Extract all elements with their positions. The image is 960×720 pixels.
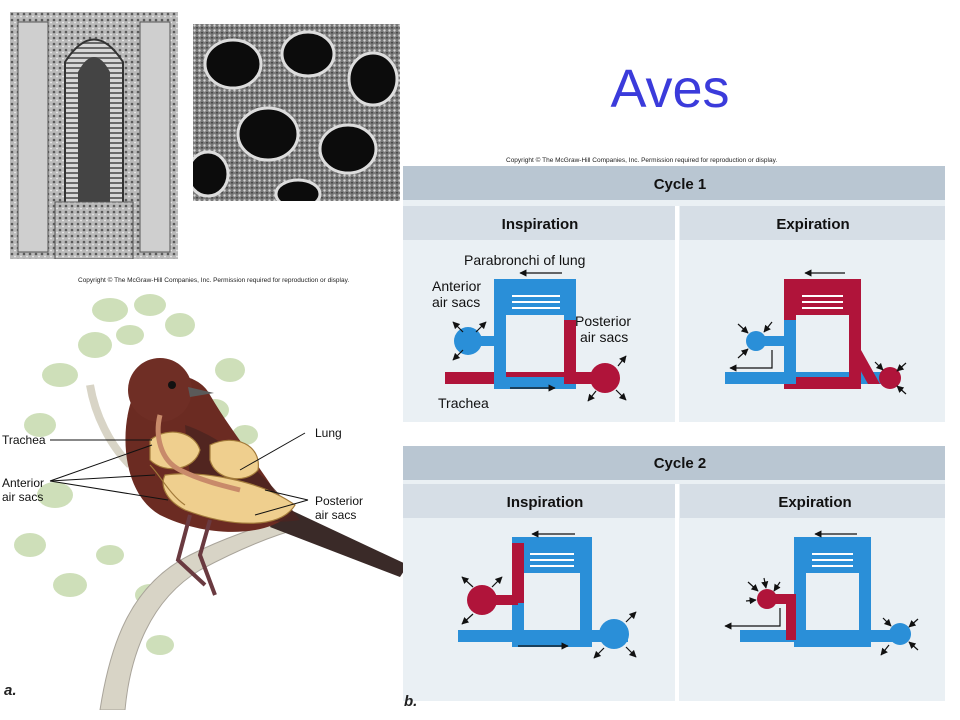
cycle2-expiration-diagram — [740, 537, 911, 647]
label-lung: Lung — [315, 426, 342, 440]
cycle2-expiration-heading: Expiration — [778, 494, 851, 511]
bird-copyright: Copyright © The McGraw-Hill Companies, I… — [78, 276, 349, 284]
label-c1-trachea: Trachea — [438, 395, 489, 411]
label-trachea: Trachea — [2, 433, 46, 447]
figure-letter-a: a. — [4, 682, 17, 699]
label-parabronchi: Parabronchi of lung — [464, 252, 585, 268]
label-posterior-1: Posterior — [315, 494, 363, 508]
cycle1-inspiration-arrows — [452, 269, 627, 402]
cycle2-inspiration-arrows — [461, 530, 637, 659]
airflow-cycles-diagram: Copyright © The McGraw-Hill Companies, I… — [403, 156, 945, 710]
slide-title: Aves — [610, 59, 730, 119]
cycle1-title: Cycle 1 — [654, 176, 707, 193]
label-c1-anterior-1: Anterior — [432, 278, 481, 294]
foliage — [14, 294, 258, 655]
cycle1-inspiration-diagram — [445, 279, 620, 393]
cycle2-expiration-arrows — [724, 530, 919, 656]
label-posterior-2: air sacs — [315, 508, 356, 522]
bird-beak — [188, 387, 214, 397]
leader-lines — [49, 432, 309, 516]
label-c1-posterior-1: Posterior — [575, 313, 631, 329]
label-c1-posterior-2: air sacs — [580, 329, 628, 345]
cycle2-inspiration-heading: Inspiration — [507, 494, 584, 511]
cycle1-inspiration-heading: Inspiration — [502, 216, 579, 233]
trachea-tube — [155, 414, 241, 493]
cycle1-expiration-arrows — [729, 269, 907, 395]
cycle1-header — [403, 166, 945, 200]
label-anterior-2: air sacs — [2, 490, 43, 504]
cycle2-header — [403, 446, 945, 480]
air-capillary-micrograph — [193, 24, 400, 201]
label-c1-anterior-2: air sacs — [432, 294, 480, 310]
bird-respiratory-figure: Copyright © The McGraw-Hill Companies, I… — [0, 265, 412, 710]
cycle2-title: Cycle 2 — [654, 455, 707, 472]
air-sacs — [149, 431, 296, 524]
cycle1-expiration-heading: Expiration — [776, 216, 849, 233]
parabronchus-micrograph — [10, 12, 178, 259]
cycle2-inspiration-diagram — [458, 537, 629, 649]
figure-letter-b: b. — [404, 693, 417, 710]
cycle1-expiration-diagram — [725, 279, 901, 389]
label-anterior-1: Anterior — [2, 476, 44, 490]
cycles-copyright: Copyright © The McGraw-Hill Companies, I… — [506, 156, 777, 164]
